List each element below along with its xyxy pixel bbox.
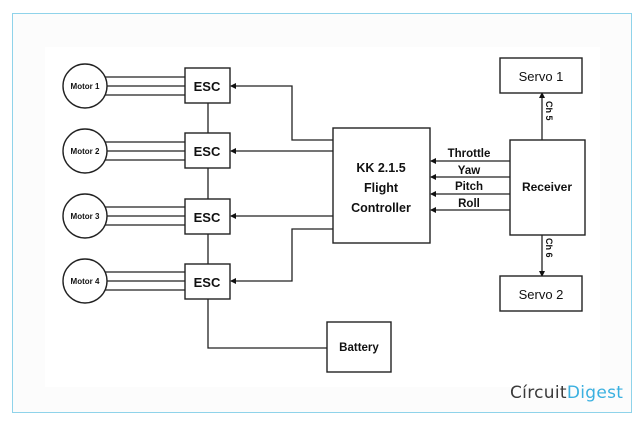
esc-power-bus [207, 103, 327, 349]
roll-label: Roll [458, 198, 480, 210]
motor-wires [103, 76, 185, 291]
logo-part-2: Digest [566, 383, 624, 403]
battery-label: Battery [339, 342, 379, 354]
fc-to-esc4 [230, 228, 333, 284]
esc-1-label: ESC [194, 79, 221, 94]
motor-1-label: Motor 1 [71, 82, 100, 91]
esc-2 [184, 132, 231, 169]
esc-1 [184, 67, 231, 104]
ch5-label: Ch 5 [544, 101, 554, 121]
esc-4 [184, 263, 231, 300]
motor-3 [62, 193, 108, 239]
fc-label-3: Controller [351, 201, 411, 215]
battery [326, 321, 392, 373]
esc-3 [184, 198, 231, 235]
servo-1-label: Servo 1 [519, 69, 564, 84]
motor-4-label: Motor 4 [71, 277, 100, 286]
pitch-label: Pitch [455, 181, 483, 193]
flight-controller [332, 127, 431, 244]
esc-3-label: ESC [194, 210, 221, 225]
logo-part-1: Círcuit [510, 383, 567, 403]
receiver-label: Receiver [522, 180, 572, 194]
fc-to-esc1 [230, 83, 333, 141]
motor-2-label: Motor 2 [71, 147, 100, 156]
fc-label-2: Flight [364, 181, 399, 195]
esc-4-label: ESC [194, 275, 221, 290]
esc-2-label: ESC [194, 144, 221, 159]
receiver [509, 139, 586, 236]
throttle-label: Throttle [448, 148, 491, 160]
circuitdigest-logo: CírcuitDigest [510, 383, 623, 403]
yaw-label: Yaw [458, 165, 480, 177]
fc-label-1: KK 2.1.5 [356, 161, 405, 175]
ch6-label: Ch 6 [544, 238, 554, 258]
servo-1 [499, 57, 583, 94]
motor-1 [62, 63, 108, 109]
motor-2 [62, 128, 108, 174]
servo-2-label: Servo 2 [519, 287, 564, 302]
servo-2 [499, 275, 583, 312]
diagram-canvas [45, 47, 600, 387]
motor-3-label: Motor 3 [71, 212, 100, 221]
motor-4 [62, 258, 108, 304]
